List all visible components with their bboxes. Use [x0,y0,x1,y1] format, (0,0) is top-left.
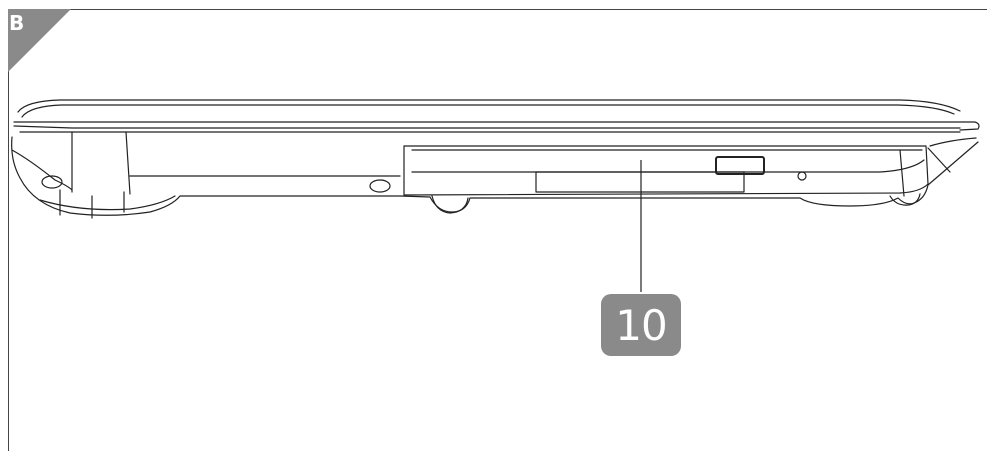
drive-tray-slot [535,171,745,193]
drive-bottom-contour [411,159,925,173]
lid-seam [13,121,980,131]
left-foot [59,189,125,219]
right-edge [929,137,977,147]
lock-slot [41,175,63,189]
frame [8,9,987,451]
front-curve [11,149,73,191]
lid-inner-edge [21,104,955,118]
round-port [369,179,391,193]
optical-drive-tray [403,145,929,196]
panel-badge [8,9,71,72]
right-hinge-line [927,147,951,173]
right-panel-line [899,149,905,197]
eject-button-shape [715,156,765,175]
lid-top-edge [17,99,961,113]
right-foot [889,193,921,206]
panel-label: B [9,11,25,35]
drive-foot [431,195,469,214]
base-lower-curve [39,195,176,211]
left-panel-divider-2 [125,131,131,195]
base-top-edge [13,125,961,129]
callout-number: 10 [615,301,667,350]
eject-pinhole [797,171,807,181]
base-outline [11,136,979,216]
laptop-body [11,99,980,219]
callout-badge [601,294,681,356]
